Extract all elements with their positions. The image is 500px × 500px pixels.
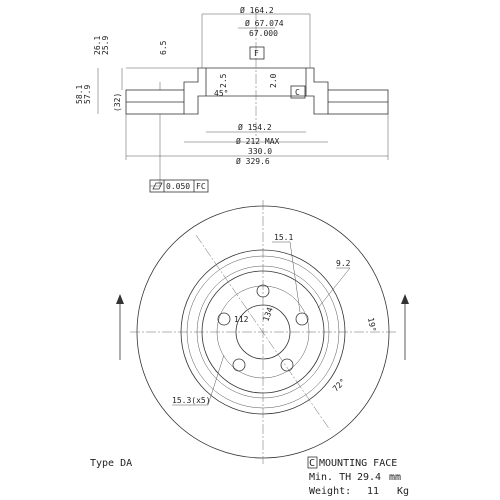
mounting-face-marker: C <box>309 458 315 469</box>
type-label: Type DA <box>90 458 132 469</box>
bolt-hole <box>217 312 231 326</box>
datum-c-box <box>290 85 306 99</box>
front-view: 15.1 9.2 19° 72° 112 134 15.3(x5) <box>116 200 409 464</box>
weight-value: 11 <box>367 486 379 497</box>
dim-centre-dia: 134 <box>261 306 274 323</box>
dim-pcd: 112 <box>234 315 249 324</box>
dim-step-a: 2.5 <box>219 73 228 88</box>
dim-angle-small: 19° <box>366 317 377 333</box>
min-th-unit: mm <box>389 472 401 483</box>
dim-overall-a: 58.1 <box>75 85 84 104</box>
weight-unit: Kg <box>397 486 409 497</box>
dim-hole-spec: 15.3(x5) <box>172 396 211 405</box>
dim-hub-outer: Ø 164.2 <box>240 5 274 15</box>
svg-text:FC: FC <box>196 182 206 191</box>
bolt-hole <box>280 358 294 372</box>
dim-hub-height-b: 25.9 <box>101 36 110 55</box>
dim-outer-b: Ø 329.6 <box>236 156 270 166</box>
dim-overall-b: 57.9 <box>83 85 92 104</box>
dim-hat-depth: 6.5 <box>159 40 168 55</box>
datum-f-box <box>249 46 265 60</box>
flatness-parallelogram-icon <box>152 182 163 190</box>
min-th-value: 29.4 <box>357 472 381 483</box>
dim-chamfer: 45° <box>214 89 228 98</box>
dim-hub-height-a: 26.1 <box>93 36 102 55</box>
bolt-hole <box>295 312 309 326</box>
section-arrow-icon <box>116 294 124 360</box>
dim-bore-max: Ø 67.074 <box>245 18 284 28</box>
bolt-hole <box>232 358 246 372</box>
dim-outer-a: 330.0 <box>248 147 272 156</box>
dim-inner: Ø 154.2 <box>238 122 272 132</box>
weight-label: Weight: <box>309 486 351 497</box>
dim-angle-large: 72° <box>331 377 348 394</box>
flatness-frame <box>149 179 209 193</box>
dim-bolt-spacing: 15.1 <box>274 233 293 242</box>
datum-f: F <box>254 49 259 58</box>
dim-bore-min: 67.000 <box>249 29 278 38</box>
section-arrow-icon <box>401 294 409 360</box>
section-view: Ø 164.2 Ø 67.074 67.000 F C 2.5 2.0 45° … <box>75 5 389 193</box>
notes: Type DA C MOUNTING FACE Min. TH 29.4 mm … <box>90 456 409 497</box>
mounting-face-label: MOUNTING FACE <box>319 458 397 469</box>
dim-max: Ø 212 MAX <box>236 136 280 146</box>
flatness-value: 0.050 <box>166 182 190 191</box>
dim-step-b: 2.0 <box>269 73 278 88</box>
datum-c: C <box>295 88 300 97</box>
dim-groove: 9.2 <box>336 259 351 268</box>
dim-disc-thickness: (32) <box>113 93 122 112</box>
min-th-label: Min. TH <box>309 472 351 483</box>
